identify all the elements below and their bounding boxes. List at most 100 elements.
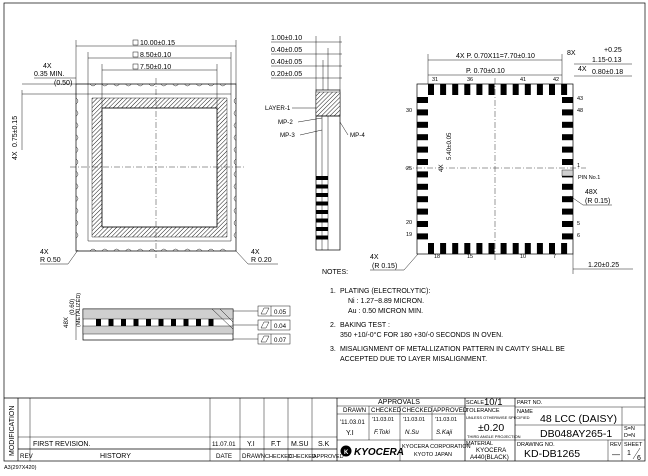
section-pad	[316, 184, 328, 189]
note-2-line-1: 350 +10/-0°C FOR 180 +30/-0 SECONDS IN O…	[340, 331, 503, 339]
appr-name-0: Y.I	[346, 430, 354, 437]
castellation	[196, 248, 203, 252]
castellation	[233, 146, 237, 153]
company-city: KYOTO JAPAN	[414, 452, 452, 458]
appr-col-0: DRAWN	[343, 407, 366, 414]
tol-1: 0.04	[274, 323, 287, 330]
appr-date-2: '11.03.01	[403, 417, 425, 423]
pad-bottom	[476, 243, 483, 254]
pad-bottom	[488, 243, 495, 254]
castellation-marks	[75, 83, 237, 252]
castellation	[125, 83, 132, 87]
sn-label: S=N	[624, 426, 635, 432]
pin-num-right-3: 6	[577, 233, 580, 239]
side-hatch	[211, 308, 234, 330]
col-date: DATE	[216, 453, 232, 460]
pad-right	[562, 183, 573, 190]
castellation	[75, 171, 79, 178]
castellation	[75, 207, 79, 214]
rev-code: —	[612, 450, 620, 459]
pin-num-top-1: 36	[467, 77, 473, 83]
pad-right	[562, 121, 573, 128]
pad-bottom	[536, 243, 543, 254]
side-pad	[146, 319, 151, 326]
tol-0: 0.05	[274, 309, 287, 316]
layer-label-0: LAYER-1	[265, 105, 291, 112]
pad-right	[562, 221, 573, 227]
castellation	[184, 248, 191, 252]
section-pad	[316, 210, 328, 214]
side-pad	[183, 319, 189, 326]
castellation	[113, 83, 120, 87]
scale-value: 10/1	[484, 397, 503, 408]
note-2-num: 2.	[330, 322, 336, 329]
pitch-label: 4X P. 0.70X11=7.70±0.10	[456, 53, 535, 60]
pad-bottom	[561, 243, 568, 254]
note-1-line-1: Ni : 1.27~8.89 MICRON.	[348, 298, 424, 305]
pitch: P. 0.70±0.10	[466, 68, 505, 75]
front-view: 10.00±0.15 8.50±0.10 7.50±0.10 4X 0.35 M…	[12, 39, 278, 265]
pad-top	[536, 84, 543, 95]
pad-bottom	[428, 243, 434, 254]
pad-top	[452, 84, 459, 95]
pin1-pad	[561, 169, 574, 177]
note-1-line-0: PLATING (ELECTROLYTIC):	[340, 288, 430, 295]
sheet-border	[3, 2, 646, 462]
pin-num-top-3: 42	[553, 77, 559, 83]
tolerance-value: ±0.20	[478, 422, 504, 434]
modification-label: MODIFICATION	[9, 406, 16, 456]
castellation	[75, 97, 79, 105]
col-checked-1: CHECKED	[265, 454, 292, 460]
part-value: DB048AY265-1	[540, 428, 612, 440]
pad-top	[561, 84, 568, 95]
dim-min: 0.35 MIN.	[34, 71, 64, 78]
castellation	[233, 134, 237, 141]
sec-dim-3: 0.20±0.05	[271, 71, 302, 78]
castellation	[233, 219, 237, 227]
inner-4x: 4X	[438, 164, 445, 172]
rev-code-label: REV	[610, 442, 622, 448]
castellation	[233, 110, 237, 117]
mp4-label: MP-4	[350, 132, 365, 139]
castellation	[148, 83, 156, 87]
name-label: NAME	[517, 409, 533, 415]
pin-num-right-0: 43	[577, 96, 583, 102]
castellation	[137, 248, 144, 252]
pad-bottom	[524, 243, 531, 254]
appr-col-2: CHECKED	[402, 407, 433, 414]
side-pad	[96, 319, 101, 326]
castellation	[137, 83, 144, 87]
pad-4x: 4X	[578, 66, 587, 73]
pin-num-right-extra: 48	[577, 108, 583, 114]
pad-left	[417, 97, 428, 103]
dim-mid: 8.50±0.10	[140, 52, 171, 59]
company-name: KYOCERA CORPORATION	[402, 444, 471, 450]
side-pad	[171, 319, 176, 326]
castellation	[148, 248, 156, 252]
pin-num-right-1: 1	[577, 163, 580, 169]
rev-row-desc: FIRST REVISION.	[33, 441, 90, 448]
pad-top	[549, 84, 555, 95]
scale-label: SCALE	[466, 400, 484, 406]
pad-left	[417, 196, 428, 203]
material-1: KYOCERA	[476, 447, 507, 454]
pad-left	[417, 109, 428, 116]
rev-label: REV	[20, 453, 34, 460]
pad-top	[440, 84, 447, 95]
note-3-num: 3.	[330, 346, 336, 353]
pin-num-top-2: 41	[520, 77, 526, 83]
pad-right	[562, 134, 573, 141]
side-pad	[208, 319, 214, 326]
pad-top	[464, 84, 471, 95]
sec-dim-1: 0.40±0.05	[271, 47, 302, 54]
layer-label-2: MP-3	[280, 132, 295, 139]
dim-inner: 7.50±0.10	[140, 64, 171, 71]
corner-right: R 0.20	[251, 257, 272, 264]
pad-left	[417, 134, 428, 141]
section-view: 1.00±0.10 0.40±0.05 0.40±0.05 0.20±0.05 …	[265, 35, 365, 251]
r48: (R 0.15)	[585, 198, 610, 205]
castellation	[75, 219, 79, 227]
appr-date-1: '11.03.01	[372, 417, 394, 423]
note-1-num: 1.	[330, 288, 336, 295]
